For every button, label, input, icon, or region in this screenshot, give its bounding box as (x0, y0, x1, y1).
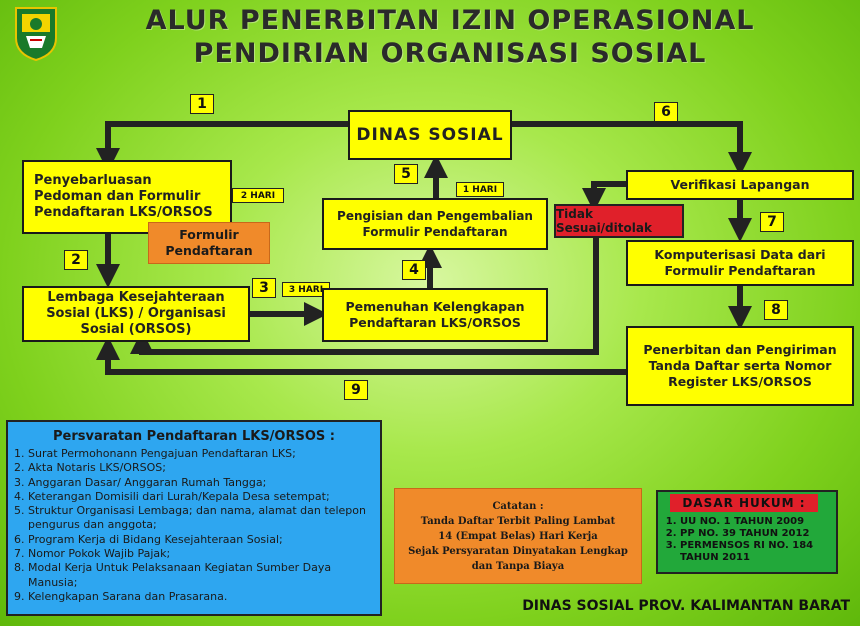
dinas-sosial-box: DINAS SOSIAL (348, 110, 512, 160)
page-title: ALUR PENERBITAN IZIN OPERASIONAL PENDIRI… (100, 4, 800, 70)
catatan-line-2: 14 (Empat Belas) Hari Kerja (438, 530, 598, 542)
duration-1-hari: 1 HARI (456, 182, 504, 197)
pengisian-label: Pengisian dan Pengembalian Formulir Pend… (337, 209, 533, 239)
step-2-badge: 2 (64, 250, 88, 270)
verifikasi-label: Verifikasi Lapangan (670, 177, 810, 192)
duration-2-hari: 2 HARI (232, 188, 284, 203)
pemenuhan-label: Pemenuhan Kelengkapan Pendaftaran LKS/OR… (345, 299, 525, 330)
dasar-hukum-list: UU NO. 1 TAHUN 2009 PP NO. 39 TAHUN 2012… (658, 516, 836, 564)
penerbitan-box: Penerbitan dan Pengiriman Tanda Daftar s… (626, 326, 854, 406)
step-3-badge: 3 (252, 278, 276, 298)
arrow-reject (582, 181, 626, 212)
komputerisasi-box: Komputerisasi Data dari Formulir Pendaft… (626, 240, 854, 286)
step-6-badge: 6 (654, 102, 678, 122)
step-9-badge: 9 (344, 380, 368, 400)
catatan-line-1: Tanda Daftar Terbit Paling Lambat (420, 515, 616, 527)
list-item: PERMENSOS RI NO. 184 TAHUN 2011 (680, 540, 836, 564)
arrow-9 (96, 336, 626, 375)
arrow-1 (96, 121, 348, 172)
penyebarluasan-box: Penyebarluasan Pedoman dan Formulir Pend… (22, 160, 232, 234)
formulir-pendaftaran-box: Formulir Pendaftaran (148, 222, 270, 264)
list-item: Nomor Pokok Wajib Pajak; (28, 547, 380, 561)
dasar-hukum-title: DASAR HUKUM : (670, 494, 818, 512)
penyebarluasan-label: Penyebarluasan Pedoman dan Formulir Pend… (34, 173, 213, 220)
list-item: Akta Notaris LKS/ORSOS; (28, 461, 380, 475)
lembaga-box: Lembaga Kesejahteraan Sosial (LKS) / Org… (22, 286, 250, 342)
formulir-pendaftaran-label: Formulir Pendaftaran (165, 227, 253, 258)
catatan-line-3: Sejak Persyaratan Dinyatakan Lengkap (408, 545, 628, 557)
step-4-badge: 4 (402, 260, 426, 280)
verifikasi-box: Verifikasi Lapangan (626, 170, 854, 200)
title-line-2: PENDIRIAN ORGANISASI SOSIAL (193, 38, 707, 69)
dinas-sosial-label: DINAS SOSIAL (356, 125, 504, 145)
list-item: Anggaran Dasar/ Anggaran Rumah Tangga; (28, 476, 380, 490)
penerbitan-label: Penerbitan dan Pengiriman Tanda Daftar s… (643, 342, 837, 389)
persyaratan-title: Persvaratan Pendaftaran LKS/ORSOS : (52, 429, 335, 444)
list-item: Struktur Organisasi Lembaga; dan nama, a… (28, 504, 380, 533)
tidak-sesuai-label: Tidak Sesuai/ditolak (556, 207, 652, 235)
pemenuhan-box: Pemenuhan Kelengkapan Pendaftaran LKS/OR… (322, 288, 548, 342)
catatan-line-4: dan Tanpa Biaya (471, 560, 565, 572)
catatan-title: Catatan : (492, 500, 544, 512)
pengisian-box: Pengisian dan Pengembalian Formulir Pend… (322, 198, 548, 250)
footer-credit: DINAS SOSIAL PROV. KALIMANTAN BARAT (522, 598, 850, 614)
tidak-sesuai-box: Tidak Sesuai/ditolak (554, 204, 684, 238)
list-item: Surat Permohonann Pengajuan Pendaftaran … (28, 447, 380, 461)
list-item: PP NO. 39 TAHUN 2012 (680, 528, 836, 540)
list-item: Modal Kerja Untuk Pelaksanaan Kegiatan S… (28, 561, 380, 590)
arrow-6 (512, 121, 752, 176)
list-item: Keterangan Domisili dari Lurah/Kepala De… (28, 490, 380, 504)
step-8-badge: 8 (764, 300, 788, 320)
step-7-badge: 7 (760, 212, 784, 232)
persyaratan-panel: Persvaratan Pendaftaran LKS/ORSOS : Sura… (6, 420, 382, 616)
dasar-hukum-panel: DASAR HUKUM : UU NO. 1 TAHUN 2009 PP NO.… (656, 490, 838, 574)
list-item: UU NO. 1 TAHUN 2009 (680, 516, 836, 528)
persyaratan-list: Surat Permohonann Pengajuan Pendaftaran … (8, 447, 380, 604)
title-line-1: ALUR PENERBITAN IZIN OPERASIONAL (145, 5, 755, 36)
step-5-badge: 5 (394, 164, 418, 184)
list-item: Kelengkapan Sarana dan Prasarana. (28, 590, 380, 604)
provincial-emblem-icon (12, 4, 60, 62)
step-1-badge: 1 (190, 94, 214, 114)
lembaga-label: Lembaga Kesejahteraan Sosial (LKS) / Org… (46, 290, 226, 337)
list-item: Program Kerja di Bidang Kesejahteraan So… (28, 533, 380, 547)
arrow-reject-return (130, 238, 599, 355)
catatan-panel: Catatan : Tanda Daftar Terbit Paling Lam… (394, 488, 642, 584)
komputerisasi-label: Komputerisasi Data dari Formulir Pendaft… (654, 247, 826, 278)
